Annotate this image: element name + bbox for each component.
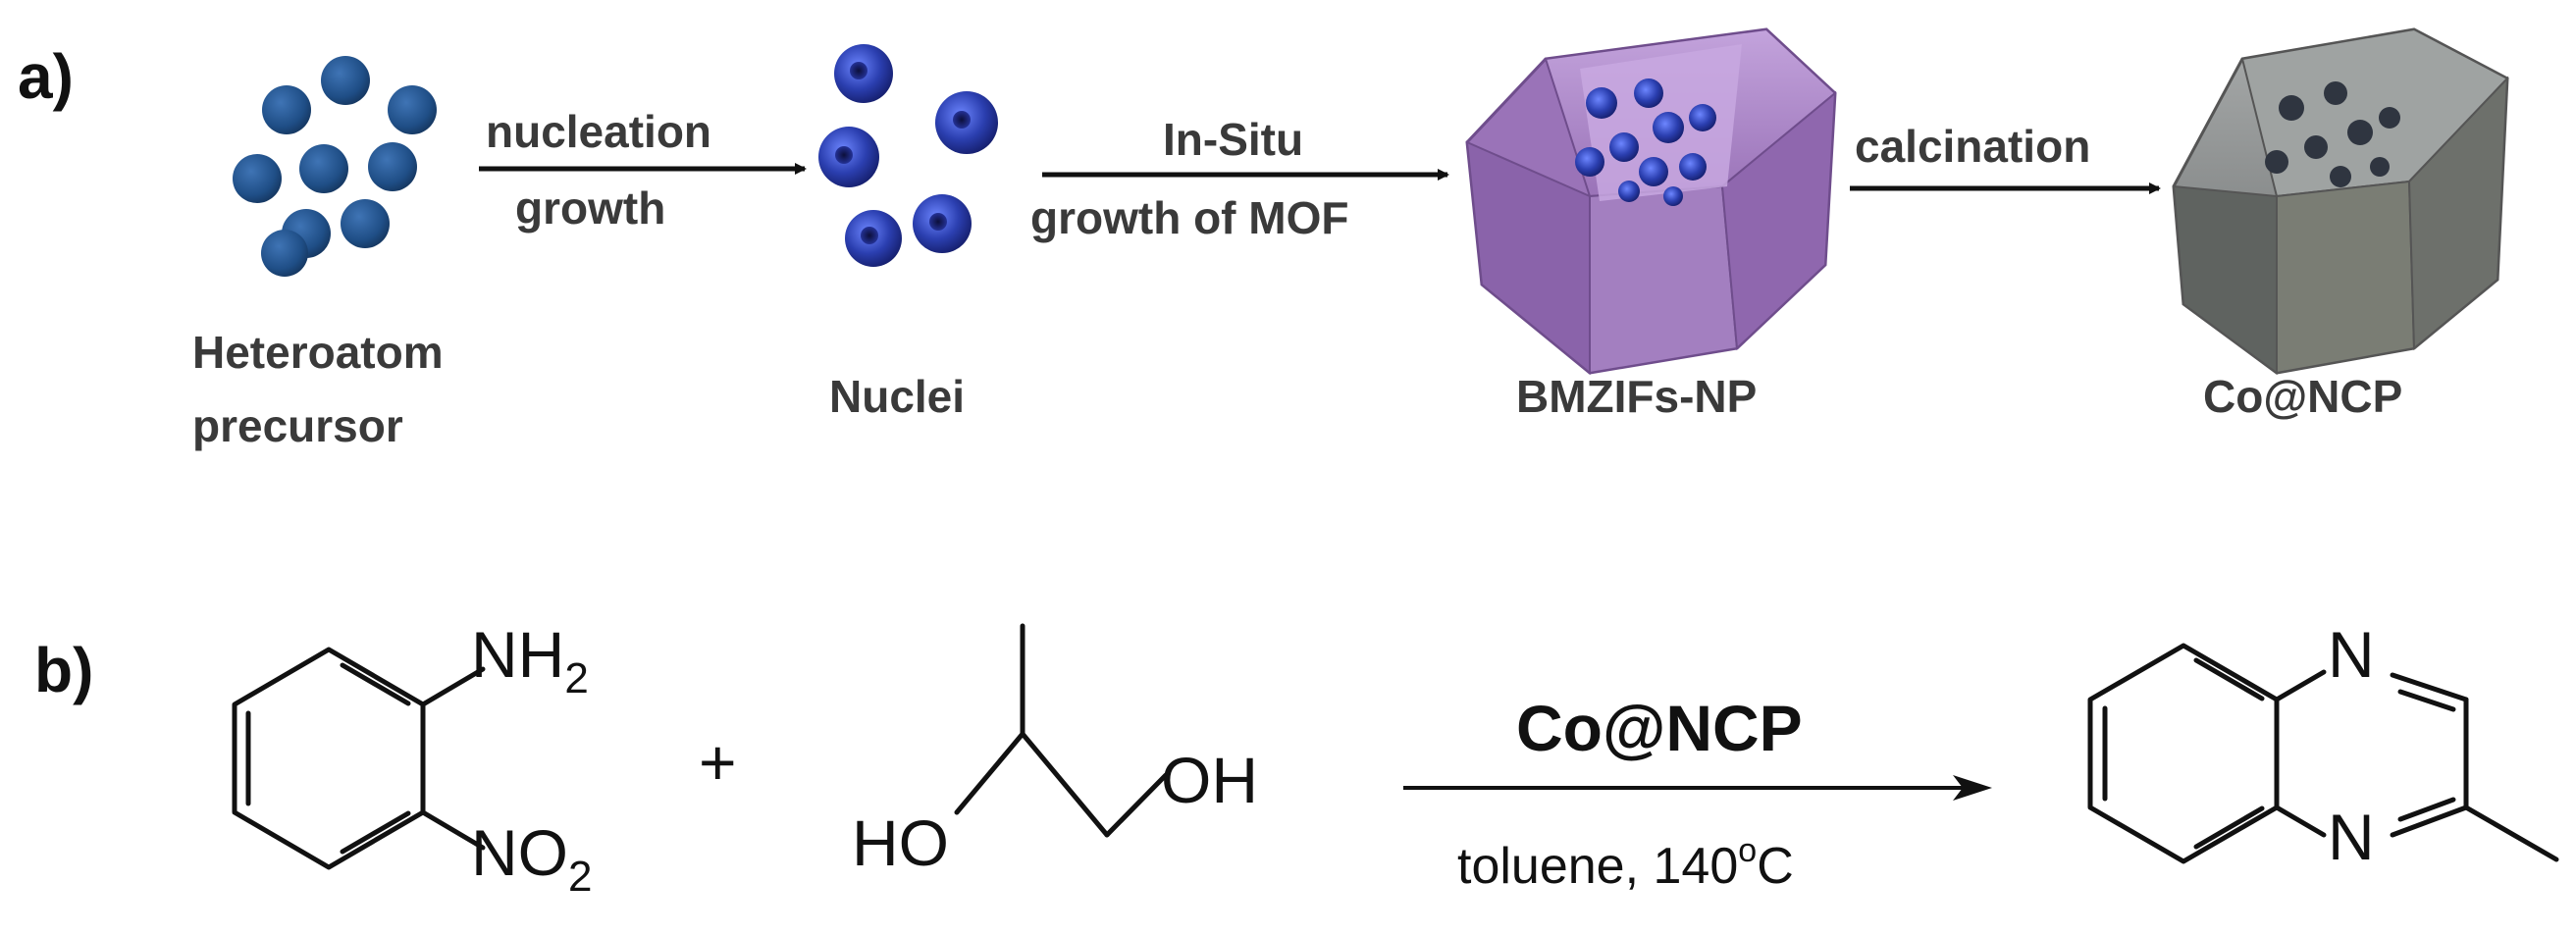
- precursor-sphere: [321, 56, 370, 105]
- embedded-nuclei: [1575, 78, 1716, 206]
- bmzifs-np-polyhedron: [1465, 27, 1837, 376]
- precursor-sphere: [261, 230, 308, 277]
- precursor-sphere: [299, 144, 348, 193]
- reactant-propanediol: OH HO: [852, 623, 1258, 879]
- growth-of-mof-label: growth of MOF: [1030, 192, 1348, 243]
- oh-group: OH: [1161, 744, 1258, 816]
- calcination-label: calcination: [1855, 121, 2090, 172]
- conditions-label: toluene, 140oC: [1457, 832, 1794, 895]
- precursor-spheres: [233, 56, 437, 277]
- growth-label: growth: [515, 182, 665, 234]
- nucleation-label: nucleation: [486, 106, 711, 157]
- precursor-sphere: [233, 154, 282, 203]
- catalyst-label: Co@NCP: [1516, 692, 1803, 764]
- panel-b-label: b): [34, 635, 93, 705]
- nucleus: [834, 44, 893, 103]
- ho-group: HO: [852, 806, 949, 879]
- precursor-sphere: [388, 85, 437, 134]
- nuclei-label: Nuclei: [829, 371, 965, 422]
- nucleus: [913, 194, 972, 253]
- embedded-co-particles: [2265, 81, 2400, 187]
- bmzifs-np-label: BMZIFs-NP: [1516, 371, 1757, 422]
- insitu-label: In-Situ: [1163, 114, 1303, 165]
- nh2-group: NH2: [471, 618, 589, 702]
- product-n-bottom: N: [2328, 801, 2375, 873]
- reactant-nitroaniline: NH2 NO2: [232, 618, 592, 901]
- precursor-label-line1: Heteroatom: [192, 327, 444, 378]
- co-ncp-polyhedron: [2172, 27, 2509, 375]
- nucleus: [845, 210, 902, 267]
- nuclei-spheres: [818, 44, 998, 267]
- nucleus: [935, 91, 998, 154]
- panel-a-label: a): [18, 41, 74, 112]
- precursor-sphere: [341, 199, 390, 248]
- plus-sign: +: [699, 726, 737, 799]
- precursor-sphere: [368, 142, 417, 191]
- reaction-arrow-head: [1953, 775, 1992, 801]
- product-n-top: N: [2328, 618, 2375, 691]
- co-ncp-label: Co@NCP: [2203, 371, 2402, 422]
- precursor-sphere: [262, 85, 311, 134]
- no2-group: NO2: [471, 816, 592, 901]
- product-methylquinoxaline: N N: [2087, 618, 2559, 873]
- nucleus: [818, 127, 879, 187]
- precursor-label-line2: precursor: [192, 400, 403, 451]
